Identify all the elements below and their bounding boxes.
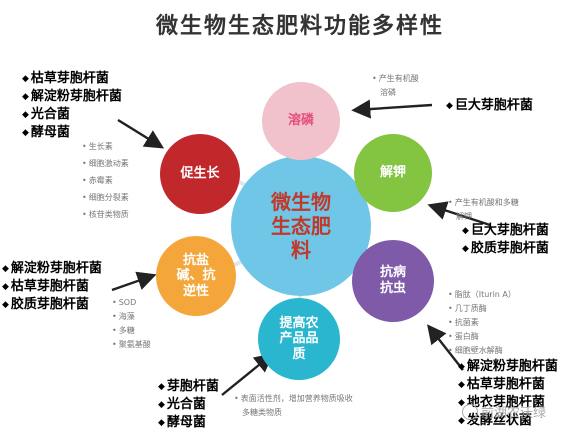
- note-item: 生长素: [82, 138, 129, 155]
- note-item: 溶磷: [380, 88, 396, 97]
- note-item: 产生有机酸: [372, 72, 419, 86]
- note-item: 细胞激动素: [82, 155, 129, 172]
- arrow-rongp: [351, 99, 433, 119]
- diagram-title: 微生物生态肥料功能多样性: [155, 14, 444, 39]
- node-tigao: 提高农 产品品 质: [258, 298, 340, 380]
- note-item: 抗菌素: [448, 316, 516, 330]
- note-item: 多糖类物质: [242, 408, 282, 417]
- list-kangyan: 解淀粉芽胞杆菌 枯草芽胞杆菌 胶质芽胞杆菌: [2, 260, 102, 314]
- note-item: 产生有机酸和多糖: [448, 196, 519, 210]
- list-item: 酵母菌: [158, 414, 219, 432]
- list-jiejia: 巨大芽胞杆菌 胶质芽胞杆菌: [462, 222, 549, 258]
- note-kangbing: 脂肽（Iturin A） 几丁质酶 抗菌素 蛋白酶 细胞壁水解酶: [448, 288, 516, 358]
- node-kangyan-line-2: 碱、抗: [176, 268, 216, 284]
- watermark-text: 前湖农沃绿: [481, 406, 547, 421]
- list-item: 巨大芽胞杆菌: [462, 222, 549, 240]
- node-tigao-line-3: 质: [292, 346, 306, 362]
- note-item: 海藻: [112, 310, 151, 324]
- node-rongp: 溶磷: [262, 82, 340, 160]
- list-item: 枯草芽胞杆菌: [22, 70, 122, 88]
- list-rongp: 巨大芽胞杆菌: [446, 97, 533, 115]
- watermark: 前湖农沃绿: [462, 402, 546, 421]
- list-item: 发酵丝状菌: [458, 412, 558, 430]
- note-item: 聚氨基酸: [112, 338, 151, 352]
- note-item: 表面活性剂，增加营养物质吸收: [234, 392, 353, 406]
- list-item: 芽胞杆菌: [158, 378, 219, 396]
- note-item: 解钾: [456, 212, 472, 221]
- note-item: 赤霉素: [82, 172, 129, 189]
- note-rongp: 产生有机酸 溶磷: [372, 72, 419, 100]
- note-item: 细胞分裂素: [82, 189, 129, 206]
- list-item: 胶质芽胞杆菌: [2, 296, 102, 314]
- list-item: 地衣芽胞杆菌: [458, 394, 558, 412]
- note-item: 细胞壁水解酶: [448, 344, 516, 358]
- list-item: 巨大芽胞杆菌: [446, 97, 533, 115]
- node-kangyan-line-3: 逆性: [182, 283, 209, 299]
- note-tigao: 表面活性剂，增加营养物质吸收 多糖类物质: [234, 392, 353, 420]
- node-jiejia: 解钾: [354, 134, 432, 212]
- note-item: 核苷类物质: [82, 206, 129, 223]
- node-jiejia-label: 解钾: [379, 165, 406, 181]
- list-item: 光合菌: [22, 106, 122, 124]
- node-kangbing-line-1: 抗病: [379, 265, 406, 281]
- note-cusheng: 生长素 细胞激动素 赤霉素 细胞分裂素 核苷类物质: [82, 138, 129, 223]
- node-tigao-line-1: 提高农: [279, 315, 319, 331]
- list-kangbing: 解淀粉芽胞杆菌 枯草芽胞杆菌 地衣芽胞杆菌 发酵丝状菌: [458, 358, 558, 430]
- node-kangbing-line-2: 抗虫: [379, 281, 406, 296]
- note-item: 脂肽（Iturin A）: [448, 288, 516, 302]
- note-item: 蛋白酶: [448, 330, 516, 344]
- list-item: 枯草芽胞杆菌: [458, 376, 558, 394]
- list-cusheng: 枯草芽胞杆菌 解淀粉芽胞杆菌 光合菌 酵母菌: [22, 70, 122, 142]
- node-cusheng: 促生长: [160, 134, 240, 214]
- arrow-tigao: [221, 352, 274, 396]
- list-item: 解淀粉芽胞杆菌: [458, 358, 558, 376]
- node-kangyan-line-1: 抗盐: [182, 252, 209, 268]
- list-tigao: 芽胞杆菌 光合菌 酵母菌: [158, 378, 219, 432]
- node-tigao-line-2: 产品品: [279, 331, 319, 347]
- note-item: 几丁质酶: [448, 302, 516, 316]
- center-label-line-3: 料: [291, 238, 311, 262]
- node-rongp-label: 溶磷: [287, 113, 314, 129]
- node-kangbing: 抗病 抗虫: [352, 240, 434, 322]
- list-item: 枯草芽胞杆菌: [2, 278, 102, 296]
- note-jiejia: 产生有机酸和多糖 解钾: [448, 196, 519, 224]
- list-item: 胶质芽胞杆菌: [462, 240, 549, 258]
- note-item: 多糖: [112, 324, 151, 338]
- note-kangyan: SOD 海藻 多糖 聚氨基酸: [112, 296, 151, 352]
- list-item: 解淀粉芽胞杆菌: [2, 260, 102, 278]
- list-item: 解淀粉芽胞杆菌: [22, 88, 122, 106]
- note-item: SOD: [112, 296, 151, 310]
- arrow-cusheng: [117, 118, 165, 149]
- wechat-icon: [462, 403, 478, 420]
- node-cusheng-label: 促生长: [180, 166, 220, 182]
- center-label-line-1: 微生物: [271, 190, 331, 214]
- list-item: 光合菌: [158, 396, 219, 414]
- node-kangyan: 抗盐 碱、抗 逆性: [156, 236, 236, 316]
- list-item: 酵母菌: [22, 124, 122, 142]
- center-label-line-2: 生态肥: [271, 214, 331, 238]
- center-node: 微生物 生态肥 料: [231, 156, 371, 296]
- arrow-kangyan: [111, 271, 157, 292]
